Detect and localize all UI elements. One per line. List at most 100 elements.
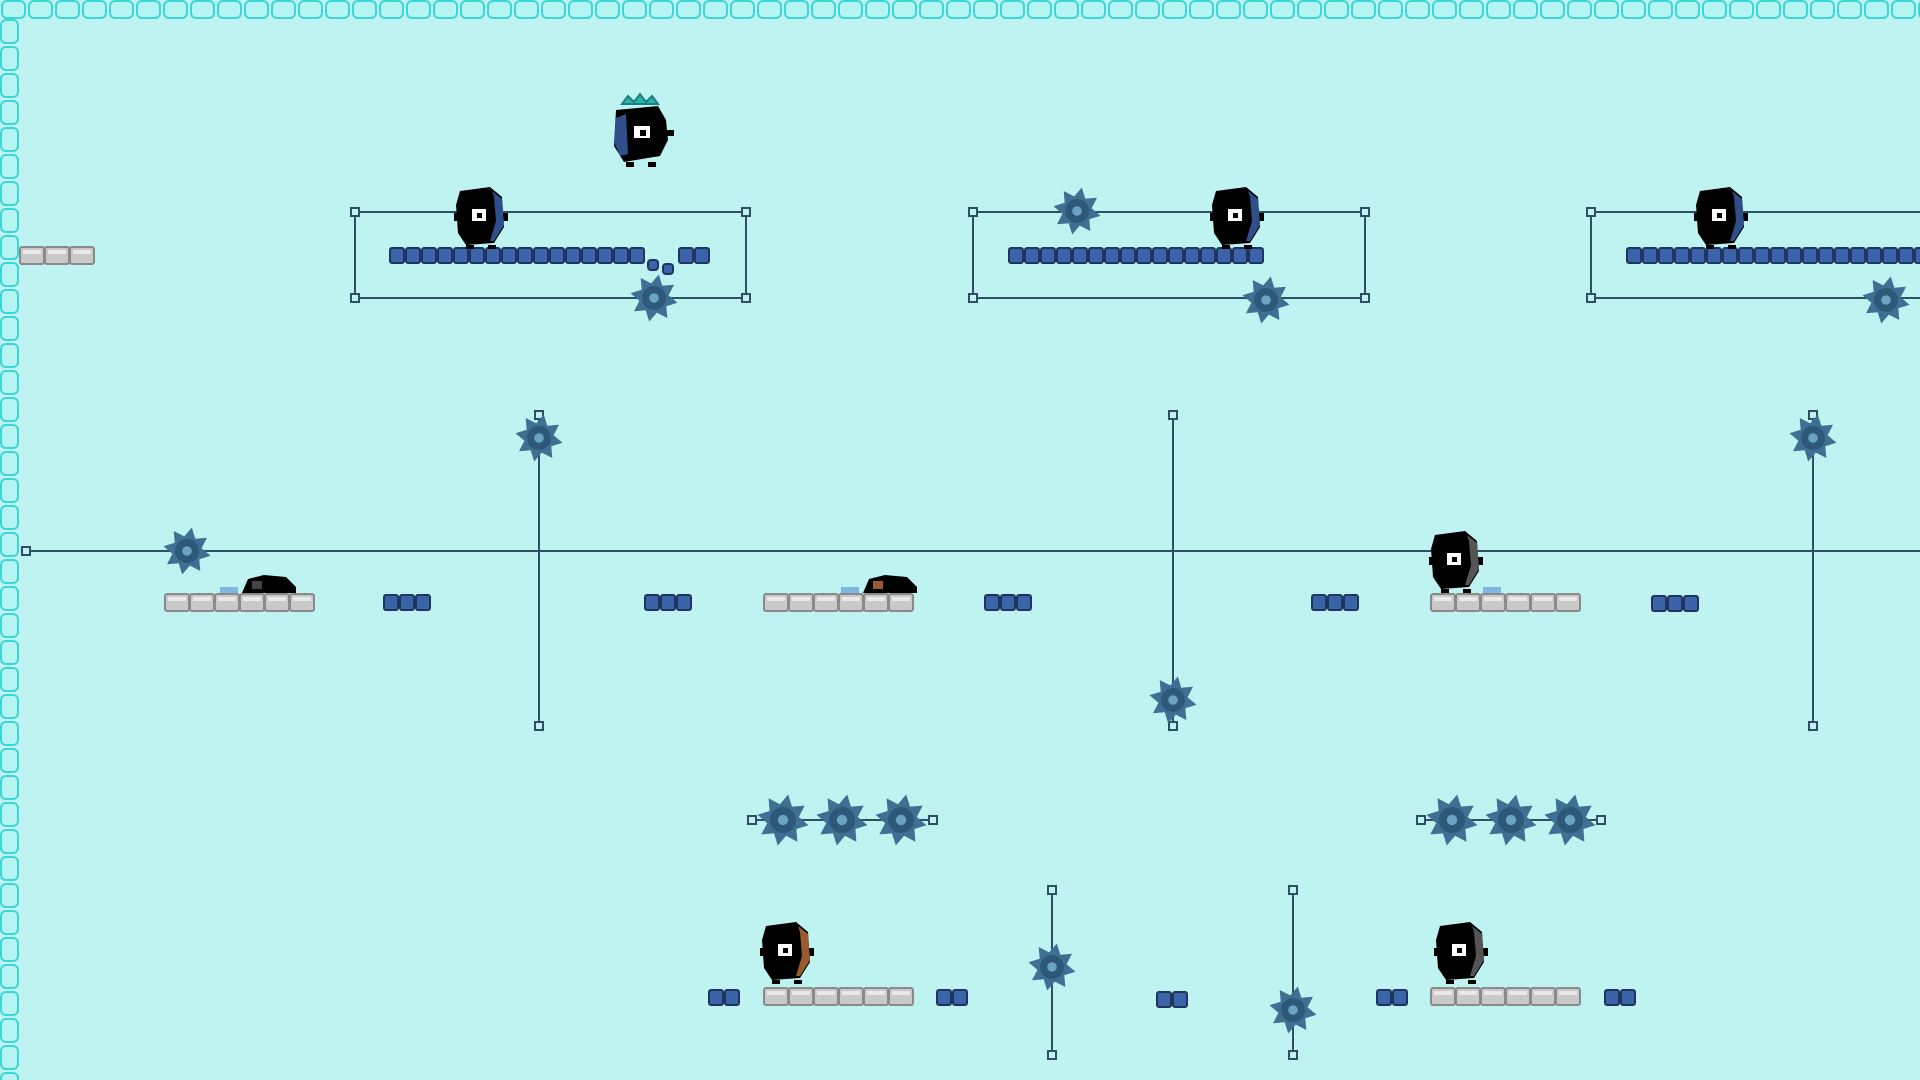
border-tile: [595, 0, 620, 19]
gray-block: [863, 593, 889, 612]
gray-block-shine: [218, 597, 236, 601]
blue-block: [1754, 247, 1770, 264]
selection-frame: [1590, 211, 1920, 299]
border-tile: [487, 0, 512, 19]
border-tile: [379, 0, 404, 19]
rail-node: [350, 207, 360, 217]
gray-block-shine: [817, 991, 835, 995]
blue-block: [1311, 594, 1327, 611]
border-tile: [0, 478, 19, 503]
blue-block: [1866, 247, 1882, 264]
rail-node: [747, 815, 757, 825]
border-tile: [1, 0, 26, 19]
blue-block: [1626, 247, 1642, 264]
sawblade-icon: [757, 794, 809, 846]
sawblade-icon: [1862, 276, 1910, 324]
border-tile: [676, 0, 701, 19]
border-tile: [1108, 0, 1133, 19]
rail-node: [1586, 207, 1596, 217]
border-tile: [1297, 0, 1322, 19]
character-blue-top-left: [454, 187, 508, 249]
border-tile: [433, 0, 458, 19]
border-tile: [0, 46, 19, 71]
border-tile: [1837, 0, 1862, 19]
gray-block: [164, 593, 190, 612]
blue-block: [1072, 247, 1088, 264]
border-tile: [730, 0, 755, 19]
gray-platforms: [19, 246, 1581, 1006]
border-tile: [1675, 0, 1700, 19]
border-tile: [0, 883, 19, 908]
sawblade-icon: [1053, 187, 1101, 235]
border-tile: [352, 0, 377, 19]
rail-node: [968, 293, 978, 303]
blue-block: [1056, 247, 1072, 264]
crowned-player: [614, 92, 674, 167]
border-tile: [703, 0, 728, 19]
small-blue-pellet: [647, 259, 659, 271]
character-gray-mid: [1429, 531, 1483, 593]
gray-block-shine: [892, 597, 910, 601]
border-tile: [0, 586, 19, 611]
gray-block: [763, 987, 789, 1006]
border-tile: [1081, 0, 1106, 19]
blue-block: [501, 247, 517, 264]
blue-block: [405, 247, 421, 264]
blue-block: [533, 247, 549, 264]
gray-block: [19, 246, 45, 265]
blue-block: [1136, 247, 1152, 264]
border-tile: [0, 748, 19, 773]
border-tile: [0, 208, 19, 233]
blue-block: [1008, 247, 1024, 264]
characters: [454, 187, 1748, 984]
gray-block-shine: [1559, 991, 1577, 995]
top-border-tiles: [1, 0, 1920, 19]
gray-block: [788, 593, 814, 612]
gray-block-shine: [293, 597, 311, 601]
blue-block: [1642, 247, 1658, 264]
border-tile: [0, 127, 19, 152]
border-tile: [0, 1045, 19, 1070]
border-tile: [217, 0, 242, 19]
border-tile: [0, 937, 19, 962]
gray-block: [1480, 987, 1506, 1006]
blue-block: [1818, 247, 1834, 264]
blue-block: [421, 247, 437, 264]
border-tile: [568, 0, 593, 19]
border-tile: [0, 289, 19, 314]
crowned-player: [614, 92, 674, 167]
blue-block: [1690, 247, 1706, 264]
border-tile: [0, 829, 19, 854]
blue-block: [1770, 247, 1786, 264]
selection-frame: [972, 211, 1366, 299]
border-tile: [865, 0, 890, 19]
gray-block-shine: [1509, 991, 1527, 995]
border-tile: [1513, 0, 1538, 19]
sawblade-icon: [1789, 414, 1837, 462]
border-tile: [0, 100, 19, 125]
gray-block: [69, 246, 95, 265]
rail-node: [1808, 721, 1818, 731]
rail-node: [1047, 885, 1057, 895]
blue-block: [597, 247, 613, 264]
rail-node: [741, 207, 751, 217]
blue-block: [485, 247, 501, 264]
rail-node: [1288, 1050, 1298, 1060]
blue-block: [1152, 247, 1168, 264]
gray-block: [289, 593, 315, 612]
gray-block-shine: [1484, 597, 1502, 601]
blue-block: [581, 247, 597, 264]
gray-block: [788, 987, 814, 1006]
blue-block: [1120, 247, 1136, 264]
border-tile: [0, 505, 19, 530]
blue-block: [694, 247, 710, 264]
blue-block: [1156, 991, 1172, 1008]
gray-block-shine: [1509, 597, 1527, 601]
gray-block-shine: [1484, 991, 1502, 995]
border-tile: [0, 964, 19, 989]
gray-block: [1480, 593, 1506, 612]
rail-node: [350, 293, 360, 303]
border-tile: [1270, 0, 1295, 19]
gray-block-shine: [842, 991, 860, 995]
